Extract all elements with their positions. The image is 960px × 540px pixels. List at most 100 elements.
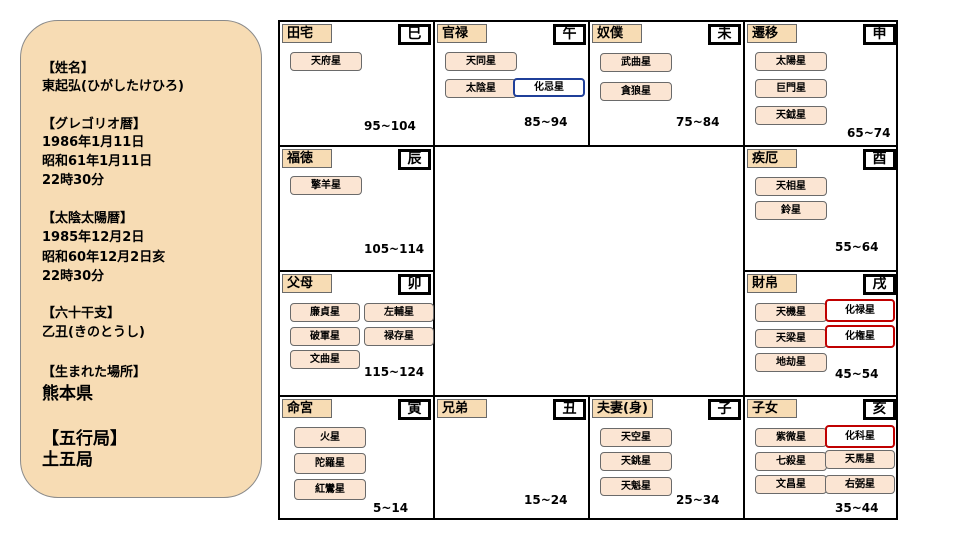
grid-line — [280, 145, 896, 147]
star-label: 天空星 — [600, 428, 672, 447]
star-label: 天同星 — [445, 52, 517, 71]
transform-star-label: 化忌星 — [513, 78, 585, 97]
star-label: 紫微星 — [755, 428, 827, 447]
palace-name: 命宮 — [282, 399, 332, 418]
branch-label: 申 — [863, 24, 896, 45]
lunisolar-japanese-date: 昭和60年12月2日亥 — [42, 250, 166, 265]
palace-shijo: 子女 亥 紫微星 化科星 七殺星 天馬星 文昌星 右弼星 35~44 — [745, 397, 899, 522]
star-label: 禄存星 — [364, 327, 434, 346]
palace-fukutoku: 福徳 辰 擎羊星 105~114 — [280, 147, 434, 272]
age-range: 55~64 — [835, 240, 879, 254]
gregorian-time: 22時30分 — [42, 173, 105, 188]
name-label: 【姓名】 — [42, 61, 95, 76]
palace-name: 奴僕 — [592, 24, 642, 43]
branch-label: 戌 — [863, 274, 896, 295]
star-label: 鈴星 — [755, 201, 827, 220]
star-label: 廉貞星 — [290, 303, 360, 322]
lunisolar-label: 【太陰太陽暦】 — [42, 211, 134, 226]
star-label: 巨門星 — [755, 79, 827, 98]
star-label: 七殺星 — [755, 452, 827, 471]
star-label: 左輔星 — [364, 303, 434, 322]
star-label: 天馬星 — [825, 450, 895, 469]
age-range: 45~54 — [835, 367, 879, 381]
star-label: 右弼星 — [825, 475, 895, 494]
birthplace-label: 【生まれた場所】 — [42, 365, 147, 380]
palace-name: 財帛 — [747, 274, 797, 293]
branch-label: 未 — [708, 24, 741, 45]
age-range: 105~114 — [364, 242, 425, 256]
palace-name: 夫妻(身) — [592, 399, 653, 418]
star-label: 天魁星 — [600, 477, 672, 496]
palace-name: 父母 — [282, 274, 332, 293]
birthplace-value: 熊本県 — [42, 384, 93, 404]
branch-label: 酉 — [863, 149, 896, 170]
palace-name: 官禄 — [437, 24, 487, 43]
grid-line — [588, 395, 590, 518]
palace-shitsuyaku: 疾厄 酉 天相星 鈴星 55~64 — [745, 147, 899, 272]
palace-fusai: 夫妻(身) 子 天空星 天銚星 天魁星 25~34 — [590, 397, 744, 522]
profile-panel: 【姓名】 東起弘(ひがしたけひろ) 【グレゴリオ暦】 1986年1月11日 昭和… — [20, 20, 262, 498]
star-label: 火星 — [294, 427, 366, 448]
palace-seni: 遷移 申 太陽星 巨門星 天鉞星 65~74 — [745, 22, 899, 147]
age-range: 35~44 — [835, 501, 879, 515]
palace-name: 福徳 — [282, 149, 332, 168]
palace-meikyu: 命宮 寅 火星 陀羅星 紅鸞星 5~14 — [280, 397, 434, 522]
star-label: 破軍星 — [290, 327, 360, 346]
palace-name: 遷移 — [747, 24, 797, 43]
star-label: 貪狼星 — [600, 82, 672, 101]
star-label: 天機星 — [755, 303, 827, 322]
five-elements-value: 土五局 — [42, 450, 93, 470]
branch-label: 子 — [708, 399, 741, 420]
palace-zaihaku: 財帛 戌 天機星 化禄星 天梁星 化権星 地劫星 45~54 — [745, 272, 899, 397]
star-label: 天鉞星 — [755, 106, 827, 125]
palace-keitei: 兄弟 丑 15~24 — [435, 397, 589, 522]
palace-kanroku: 官禄 午 天同星 太陰星 化忌星 85~94 — [435, 22, 589, 147]
branch-label: 寅 — [398, 399, 431, 420]
name-value: 東起弘(ひがしたけひろ) — [42, 79, 184, 94]
age-range: 95~104 — [364, 119, 416, 133]
star-label: 紅鸞星 — [294, 479, 366, 500]
star-label: 文曲星 — [290, 350, 360, 369]
grid-line — [280, 395, 896, 397]
branch-label: 午 — [553, 24, 586, 45]
gregorian-label: 【グレゴリオ暦】 — [42, 117, 147, 132]
star-label: 武曲星 — [600, 53, 672, 72]
palace-name: 子女 — [747, 399, 797, 418]
star-label: 天相星 — [755, 177, 827, 196]
palace-name: 疾厄 — [747, 149, 797, 168]
branch-label: 辰 — [398, 149, 431, 170]
star-label: 文昌星 — [755, 475, 827, 494]
branch-label: 丑 — [553, 399, 586, 420]
palace-name: 兄弟 — [437, 399, 487, 418]
age-range: 25~34 — [676, 493, 720, 507]
age-range: 115~124 — [364, 365, 425, 379]
star-label: 天梁星 — [755, 329, 827, 348]
age-range: 85~94 — [524, 115, 568, 129]
age-range: 15~24 — [524, 493, 568, 507]
sexagenary-value: 乙丑(きのとうし) — [42, 325, 145, 340]
age-range: 5~14 — [373, 501, 409, 515]
star-label: 地劫星 — [755, 353, 827, 372]
japanese-date: 昭和61年1月11日 — [42, 154, 153, 169]
palace-doboku: 奴僕 未 武曲星 貪狼星 75~84 — [590, 22, 744, 147]
lunisolar-date: 1985年12月2日 — [42, 230, 145, 245]
grid-line — [588, 22, 590, 147]
star-label: 陀羅星 — [294, 453, 366, 474]
transform-star-label: 化権星 — [825, 325, 895, 348]
star-label: 天銚星 — [600, 452, 672, 471]
branch-label: 卯 — [398, 274, 431, 295]
palace-chart: 田宅 巳 天府星 95~104 官禄 午 天同星 太陰星 化忌星 85~94 奴… — [278, 20, 898, 520]
palace-fubo: 父母 卯 廉貞星 左輔星 破軍星 禄存星 文曲星 115~124 — [280, 272, 434, 397]
transform-star-label: 化科星 — [825, 425, 895, 448]
branch-label: 巳 — [398, 24, 431, 45]
age-range: 75~84 — [676, 115, 720, 129]
five-elements-label: 【五行局】 — [42, 429, 127, 449]
transform-star-label: 化禄星 — [825, 299, 895, 322]
star-label: 天府星 — [290, 52, 362, 71]
star-label: 太陽星 — [755, 52, 827, 71]
star-label: 太陰星 — [445, 79, 517, 98]
grid-line — [743, 270, 896, 272]
palace-name: 田宅 — [282, 24, 332, 43]
grid-line — [280, 270, 435, 272]
palace-denta: 田宅 巳 天府星 95~104 — [280, 22, 434, 147]
